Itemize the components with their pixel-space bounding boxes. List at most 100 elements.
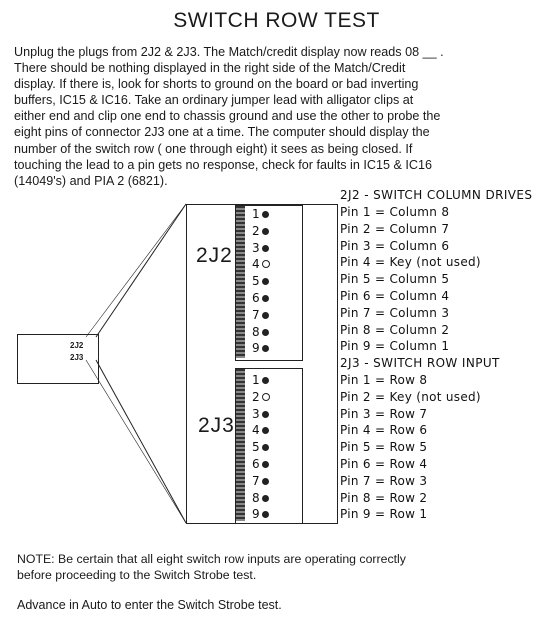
intro-line: number of the switch row ( one through e… — [14, 141, 413, 156]
note-line: before proceeding to the Switch Strobe t… — [17, 568, 257, 582]
connector-2j2-label: 2J2 — [196, 244, 233, 267]
pin-number: 3 — [252, 240, 260, 255]
connector-2j3-housing — [235, 368, 303, 524]
filled-pin-marker — [261, 345, 269, 353]
connector-2j2-pin: 4 — [252, 256, 270, 272]
pcb-board-outline — [17, 334, 99, 384]
connector-2j3-pin: 6 — [252, 456, 269, 472]
column-drive-line: Pin 3 = Column 6 — [340, 238, 450, 253]
connector-2j3-pin: 7 — [252, 473, 269, 489]
pin-number: 3 — [252, 406, 260, 421]
filled-pin-marker — [261, 494, 269, 502]
column-drives-heading: 2J2 - SWITCH COLUMN DRIVES — [340, 188, 533, 202]
column-drive-line: Pin 6 = Column 4 — [340, 289, 450, 303]
connector-2j3-pin: 4 — [252, 422, 269, 438]
row-input-line: Pin 2 = Key (not used) — [340, 389, 481, 404]
row-input-heading: 2J3 - SWITCH ROW INPUT — [340, 356, 500, 370]
row-input-line: Pin 5 = Row 5 — [340, 440, 428, 455]
column-drive-line: Pin 9 = Column 1 — [340, 339, 450, 354]
connector-2j2-pin: 7 — [252, 307, 269, 323]
row-input-line: Pin 6 = Row 4 — [340, 457, 428, 471]
connector-2j3-edge — [236, 369, 245, 521]
intro-line: display. If there is, look for shorts to… — [14, 77, 419, 92]
pin-number: 6 — [252, 457, 260, 471]
pin-number: 2 — [252, 223, 260, 238]
intro-line: buffers, IC15 & IC16. Take an ordinary j… — [14, 93, 414, 108]
column-drive-line: Pin 8 = Column 2 — [340, 322, 450, 337]
connector-2j3-pin: 1 — [252, 372, 269, 388]
pin-number: 7 — [252, 473, 260, 488]
column-drive-line: Pin 1 = Column 8 — [340, 205, 450, 219]
pcb-connector-labels: 2J2 2J3 — [70, 340, 96, 366]
callout-line-inner-bottom — [85, 359, 187, 524]
column-drive-line: Pin 5 = Column 5 — [340, 272, 450, 287]
intro-line: There should be nothing displayed in the… — [14, 61, 406, 76]
column-drive-line: Pin 4 = Key (not used) — [340, 255, 481, 270]
filled-pin-marker — [261, 311, 269, 319]
connector-2j2-housing — [235, 205, 303, 361]
open-pin-marker — [261, 260, 270, 269]
pin-number: 4 — [252, 423, 260, 438]
row-input-line: Pin 7 = Row 3 — [340, 473, 428, 488]
row-input-line: Pin 4 = Row 6 — [340, 423, 428, 438]
callout-line-bottom — [95, 359, 187, 524]
filled-pin-marker — [261, 427, 269, 435]
filled-pin-marker — [261, 211, 269, 218]
pin-number: 7 — [252, 307, 260, 322]
intro-line: either end and clip one end to chassis g… — [14, 109, 441, 124]
pin-number: 5 — [252, 440, 260, 455]
connector-2j2-pin: 8 — [252, 324, 269, 340]
intro-line: (14049's) and PIA 2 (6821). — [14, 173, 168, 188]
callout-line-top — [95, 203, 187, 338]
connector-2j2-pin: 9 — [252, 340, 269, 356]
pin-number: 1 — [252, 373, 260, 387]
pin-number: 9 — [252, 507, 260, 522]
filled-pin-marker — [261, 461, 269, 468]
connector-2j3-pin: 2 — [252, 389, 270, 405]
connector-2j2-pin: 1 — [252, 206, 269, 222]
filled-pin-marker — [261, 227, 269, 235]
advance-instruction: Advance in Auto to enter the Switch Stro… — [17, 598, 282, 612]
row-input-line: Pin 9 = Row 1 — [340, 507, 428, 522]
filled-pin-marker — [261, 511, 269, 519]
row-input-line: Pin 3 = Row 7 — [340, 406, 428, 421]
pcb-label-2j2: 2J2 — [70, 341, 84, 350]
connector-2j2-edge — [236, 206, 245, 358]
pcb-label-2j3: 2J3 — [70, 353, 84, 362]
connector-2j3-label: 2J3 — [198, 414, 235, 437]
connector-2j3-pin: 3 — [252, 406, 269, 422]
note-line: NOTE: Be certain that all eight switch r… — [17, 552, 406, 566]
page-title: SWITCH ROW TEST — [173, 9, 380, 32]
pin-number: 2 — [252, 389, 260, 404]
filled-pin-marker — [261, 244, 269, 252]
connector-2j2-pin: 3 — [252, 240, 269, 256]
connector-2j2-pin: 2 — [252, 223, 269, 239]
filled-pin-marker — [261, 477, 269, 485]
pin-number: 8 — [252, 324, 260, 339]
connector-2j3-pin: 9 — [252, 506, 269, 522]
intro-line: Unplug the plugs from 2J2 & 2J3. The Mat… — [14, 45, 444, 59]
filled-pin-marker — [261, 444, 269, 452]
row-input-line: Pin 1 = Row 8 — [340, 373, 428, 387]
row-input-line: Pin 8 = Row 2 — [340, 490, 428, 505]
connector-2j2-pin: 6 — [252, 290, 269, 306]
column-drive-line: Pin 7 = Column 3 — [340, 305, 450, 320]
callout-line-inner-top — [85, 203, 187, 338]
pin-number: 6 — [252, 291, 260, 305]
intro-paragraph: Unplug the plugs from 2J2 & 2J3. The Mat… — [14, 44, 544, 189]
filled-pin-marker — [261, 410, 269, 418]
pin-number: 9 — [252, 341, 260, 356]
connector-2j3-pin: 8 — [252, 490, 269, 506]
column-drive-line: Pin 2 = Column 7 — [340, 221, 450, 236]
open-pin-marker — [261, 392, 270, 401]
filled-pin-marker — [261, 278, 269, 286]
connector-2j2-pin: 5 — [252, 273, 269, 289]
filled-pin-marker — [261, 377, 269, 384]
pin-number: 5 — [252, 274, 260, 289]
pin-number: 1 — [252, 207, 260, 221]
filled-pin-marker — [261, 328, 269, 336]
pin-number: 4 — [252, 257, 260, 272]
connector-2j3-pin: 5 — [252, 439, 269, 455]
intro-line: touching the lead to a pin gets no respo… — [14, 157, 432, 172]
